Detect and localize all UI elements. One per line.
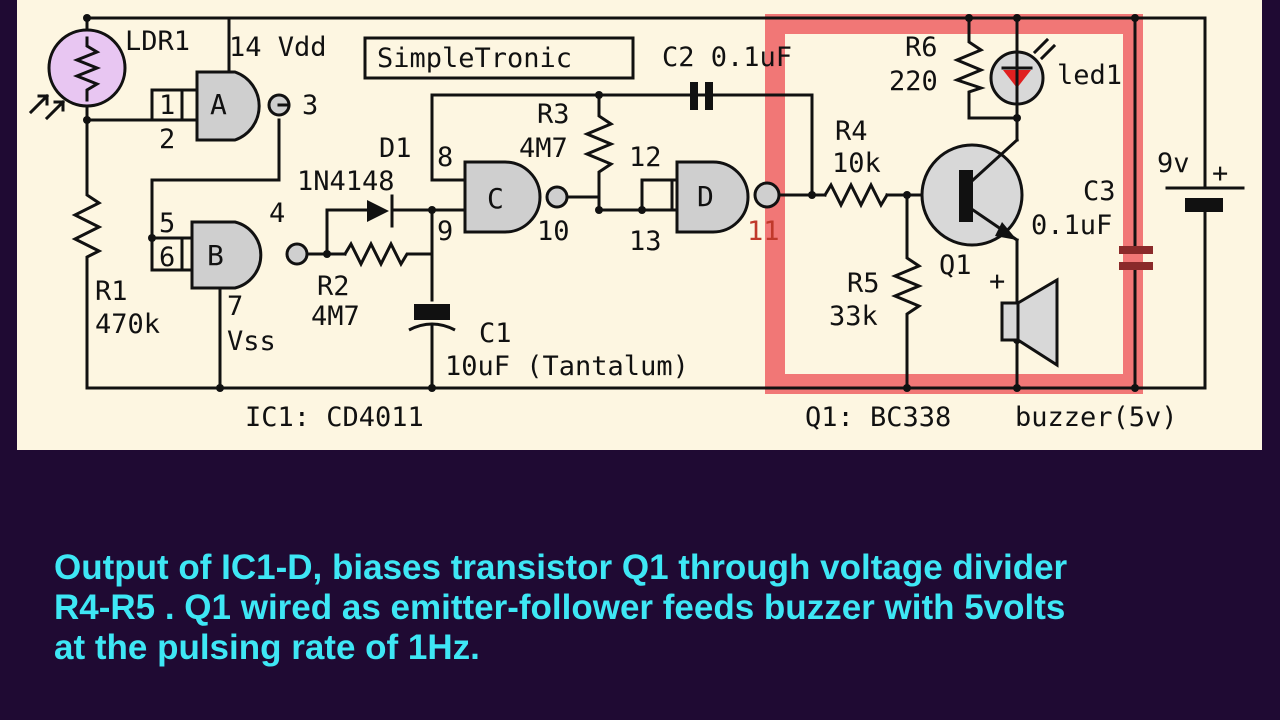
pin-7: 7 [227, 291, 243, 322]
d1-diode [367, 194, 394, 228]
gate-d [675, 160, 781, 234]
d1-value: 1N4148 [297, 166, 395, 197]
c3-name: C3 [1083, 176, 1116, 207]
q1-part-label: Q1: BC338 [805, 402, 951, 433]
q1-name: Q1 [939, 250, 972, 281]
pin-3: 3 [302, 90, 318, 121]
gate-b [190, 220, 309, 290]
pin-12: 12 [629, 142, 662, 173]
caption-line-1: Output of IC1-D, biases transistor Q1 th… [54, 548, 1068, 587]
r5-value: 33k [829, 301, 878, 332]
buzzer-plus: + [989, 266, 1005, 297]
r4-name: R4 [835, 116, 868, 147]
led1-label: led1 [1057, 60, 1122, 91]
battery-symbol [1165, 186, 1245, 212]
r3-name: R3 [537, 99, 570, 130]
r1-resistor [71, 183, 103, 267]
pin-2: 2 [159, 124, 175, 155]
r6-name: R6 [905, 32, 938, 63]
r6-resistor [952, 34, 986, 98]
c1-value: 10uF (Tantalum) [445, 351, 689, 382]
pin-11: 11 [747, 216, 780, 247]
d1-name: D1 [379, 133, 412, 164]
schematic-panel: SimpleTronic A B C D LDR1 14 Vdd R1 470k… [17, 0, 1262, 450]
ic-label: IC1: CD4011 [245, 402, 424, 433]
r6-value: 220 [889, 66, 938, 97]
caption-line-3: at the pulsing rate of 1Hz. [54, 628, 480, 667]
r1-value: 470k [95, 309, 160, 340]
vdd-label: 14 Vdd [229, 32, 327, 63]
buzzer-label: buzzer(5v) [1015, 402, 1178, 433]
pin-6: 6 [159, 242, 175, 273]
pin-1: 1 [159, 90, 175, 121]
r1-name: R1 [95, 276, 128, 307]
gate-c [463, 160, 569, 234]
r4-value: 10k [832, 148, 881, 179]
pin-8: 8 [437, 142, 453, 173]
caption-line-2: R4-R5 . Q1 wired as emitter-follower fee… [54, 588, 1066, 627]
gate-c-label: C [487, 182, 504, 215]
c3-capacitor [1119, 246, 1153, 270]
ldr1-symbol [28, 28, 127, 121]
pin-13: 13 [629, 226, 662, 257]
circuit-diagram: SimpleTronic A B C D LDR1 14 Vdd R1 470k… [28, 14, 1245, 433]
pin-10: 10 [537, 216, 570, 247]
pin-4: 4 [269, 198, 285, 229]
title-text: SimpleTronic [377, 43, 572, 74]
led1-symbol [989, 37, 1057, 106]
vss-label: Vss [227, 326, 276, 357]
battery-plus: + [1212, 158, 1228, 189]
c1-capacitor [408, 304, 456, 332]
c2-label: C2 0.1uF [662, 42, 792, 73]
pin-9: 9 [437, 216, 453, 247]
caption: Output of IC1-D, biases transistor Q1 th… [54, 548, 1254, 668]
gate-a [195, 70, 291, 142]
c2-capacitor [683, 82, 724, 110]
r2-value: 4M7 [311, 301, 360, 332]
r2-name: R2 [317, 271, 350, 302]
gate-b-label: B [207, 239, 224, 272]
r5-name: R5 [847, 268, 880, 299]
q1-transistor [920, 137, 1024, 247]
ldr1-label: LDR1 [125, 26, 190, 57]
battery-voltage: 9v [1157, 148, 1190, 179]
c1-name: C1 [479, 318, 512, 349]
c3-value: 0.1uF [1031, 210, 1112, 241]
gate-d-label: D [697, 180, 714, 213]
pin-5: 5 [159, 208, 175, 239]
r2-resistor [342, 240, 414, 268]
title-box [363, 36, 635, 80]
r3-value: 4M7 [519, 133, 568, 164]
r4-resistor [822, 181, 890, 209]
buzzer-symbol [1000, 277, 1059, 368]
gate-a-label: A [210, 88, 227, 121]
r5-resistor [891, 248, 923, 332]
r3-resistor [583, 108, 615, 182]
